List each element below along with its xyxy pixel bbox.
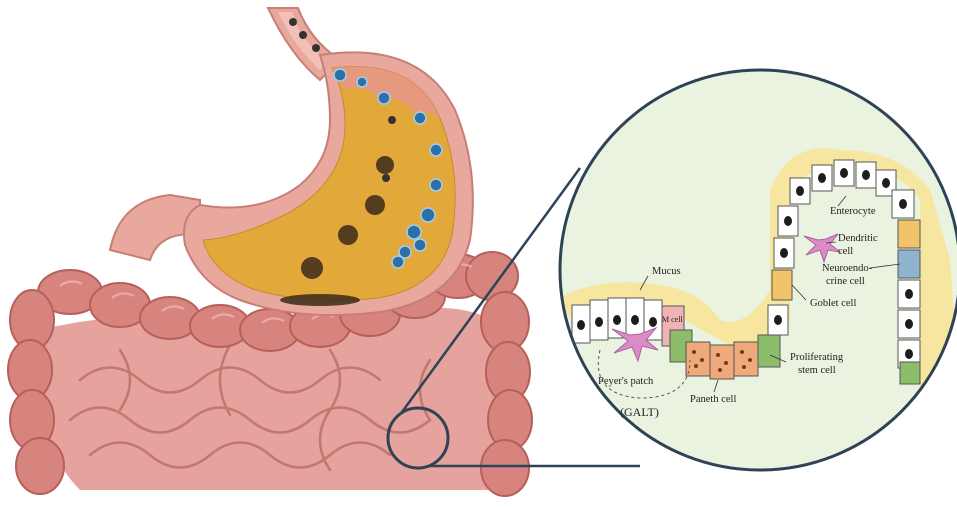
pathogen-icon [333, 68, 443, 269]
label-dendritic: Dendritic [838, 233, 878, 244]
paneth-cell-shape [685, 341, 711, 377]
label-neuroendocrine: Neuroendo- [822, 263, 873, 274]
label-mucus: Mucus [652, 266, 681, 277]
label-peyers-patch: Peyer's patch [598, 376, 654, 387]
label-dendritic-cell: cell [838, 246, 853, 257]
neuroendocrine-cell-shape [897, 249, 921, 279]
label-proliferating: Proliferating [790, 352, 844, 363]
magnifier-circle [386, 167, 640, 470]
label-stem-cell: stem cell [798, 365, 836, 376]
label-galt: (GALT) [620, 405, 659, 419]
stem-cell-shape [757, 334, 781, 368]
label-paneth-cell: Paneth cell [690, 394, 736, 405]
goblet-cell-shape [771, 269, 793, 301]
zoom-panel [558, 68, 957, 472]
dendritic-cell-shape [611, 233, 842, 363]
label-neuroendocrine-cell: crine cell [826, 276, 865, 287]
label-goblet-cell: Goblet cell [810, 298, 856, 309]
label-enterocyte: Enterocyte [830, 206, 876, 217]
stomach-illustration [108, 7, 474, 317]
label-m-cell: M cell [662, 315, 683, 324]
